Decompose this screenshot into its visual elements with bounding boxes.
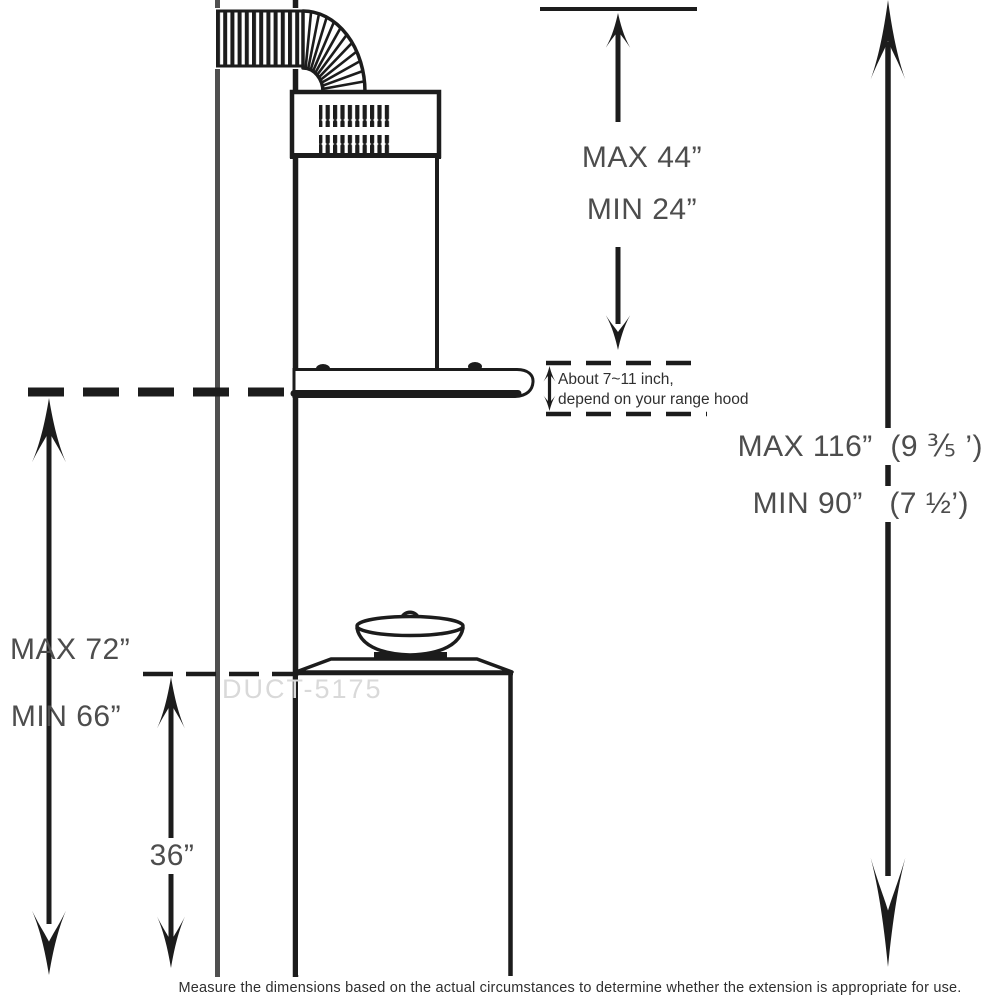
label-hood-body-note-line1: About 7~11 inch, — [558, 371, 674, 388]
flex-duct — [214, 8, 304, 69]
wok-pot-icon — [355, 610, 465, 658]
label-hood-to-floor-min: MIN 66” — [10, 700, 122, 733]
hood-canopy — [290, 362, 535, 398]
watermark-text: DUCT-5175 — [222, 674, 383, 704]
label-total-min: MIN 90” (7 ½’) — [747, 486, 974, 522]
duct-extension-arrow — [605, 13, 631, 350]
range-platform — [294, 657, 514, 674]
total-height-arrow — [870, 0, 906, 967]
label-counter-height: 36” — [138, 838, 206, 874]
chimney-vent-box — [289, 89, 442, 159]
label-hood-body-note-line2: depend on your range hood — [558, 391, 749, 408]
footnote-text: Measure the dimensions based on the actu… — [178, 980, 962, 996]
label-duct-extension-min: MIN 24” — [586, 193, 698, 226]
counter-height-arrow — [157, 677, 185, 968]
range-cabinet — [294, 670, 513, 976]
hood-to-floor-arrow — [32, 398, 66, 975]
label-hood-to-floor-max: MAX 72” — [10, 633, 131, 666]
vent-slots — [319, 135, 392, 155]
chimney-body — [293, 158, 439, 371]
duct-elbow-icon — [301, 9, 367, 94]
label-duct-extension-max: MAX 44” — [581, 141, 703, 174]
vent-slots — [319, 105, 392, 127]
label-total-max: MAX 116” (9 ⅗ ’) — [732, 428, 988, 465]
hood-depth-arrow — [543, 366, 556, 411]
